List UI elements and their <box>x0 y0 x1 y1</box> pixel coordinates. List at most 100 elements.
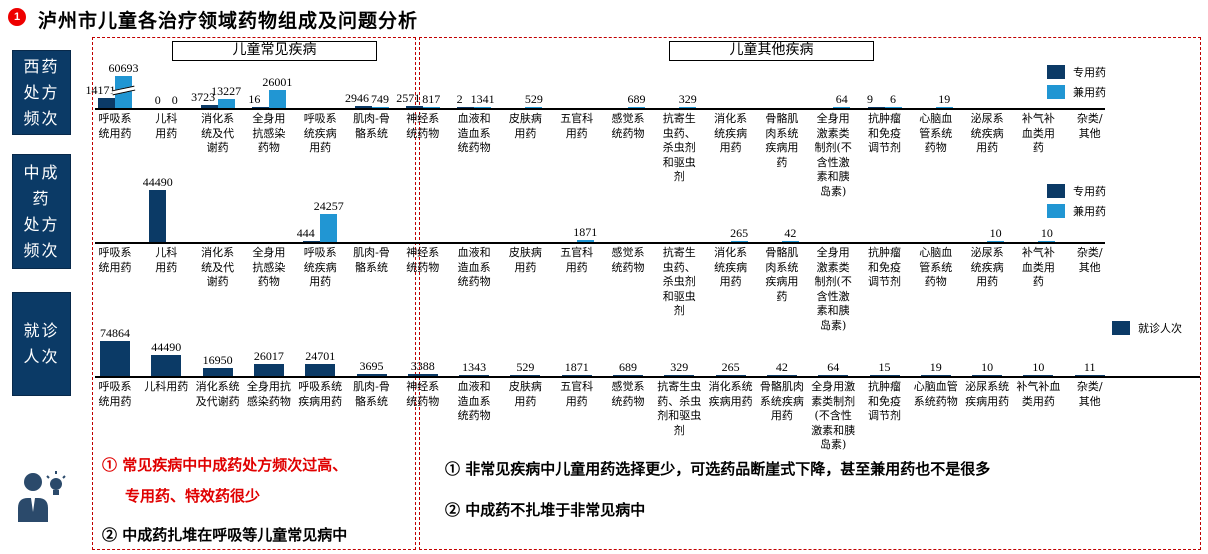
bar-shared <box>679 106 697 108</box>
bar-specialized <box>303 240 321 242</box>
value-label: 2946 <box>345 90 369 105</box>
category-label: 抗寄生 虫药、 杀虫剂 和驱虫 剂 <box>662 112 696 183</box>
value-label: 265 <box>730 225 749 240</box>
category-label: 全身用 激素类 制剂(不 含性激 素和胰 岛素) <box>814 246 852 332</box>
bar-visits <box>972 374 1003 376</box>
category-label: 呼吸系统 疾病用药 <box>298 380 343 408</box>
bar-visits <box>407 374 438 376</box>
category-label: 呼吸系 统用药 <box>98 246 132 274</box>
value-label: 16950 <box>202 353 233 368</box>
category-label: 神经系 统药物 <box>406 246 440 274</box>
value-label: 14171 <box>85 83 116 98</box>
category-label: 消化系 统及代 谢药 <box>201 112 235 154</box>
legend-specialized-2: 专用药 <box>1047 183 1106 199</box>
category-label: 神经系 统药物 <box>406 380 440 408</box>
legend-label: 兼用药 <box>1073 86 1106 99</box>
legend-swatch <box>1047 204 1065 218</box>
value-label: 444 <box>296 225 315 240</box>
category-label: 骨骼肌肉 系统疾病 用药 <box>759 380 804 422</box>
value-label: 10 <box>981 359 994 374</box>
businessman-idea-icon <box>16 468 66 528</box>
bar-shared <box>730 240 748 242</box>
category-label: 呼吸系 统疾病 用药 <box>303 112 337 154</box>
value-label: 0 <box>171 93 178 107</box>
category-label: 抗寄生虫 药、杀虫 剂和驱虫 剂 <box>657 380 702 437</box>
category-label: 全身用激 素类制剂 (不含性 激素和胰 岛素) <box>811 380 856 451</box>
category-label: 全身用 激素类 制剂(不 含性激 素和胰 岛素) <box>814 112 852 198</box>
bar-visits <box>818 374 849 376</box>
category-label: 消化系 统及代 谢药 <box>201 246 235 288</box>
bar-shared <box>628 106 645 108</box>
bar-visits <box>202 368 233 376</box>
category-label: 抗肿瘤 和免疫 调节剂 <box>868 246 901 288</box>
category-label: 消化系 统疾病 用药 <box>714 246 748 288</box>
category-label: 感觉系 统药物 <box>611 246 645 274</box>
legend-specialized-1: 专用药 <box>1047 64 1106 80</box>
value-label: 2571 <box>396 91 421 106</box>
value-label: 817 <box>422 91 441 106</box>
category-label: 全身用 抗感染 药物 <box>252 246 286 288</box>
value-label: 3723 <box>191 90 216 105</box>
category-label: 肌肉-骨 骼系统 <box>353 246 390 274</box>
value-label: 26017 <box>253 348 284 363</box>
category-label: 泌尿系 统疾病 用药 <box>970 246 1004 288</box>
category-label: 五官科 用药 <box>560 112 594 140</box>
bar-visits <box>151 355 182 376</box>
category-label: 心脑血 管系统 药物 <box>919 246 953 288</box>
value-label: 42 <box>784 225 797 240</box>
value-label: 13227 <box>211 83 242 98</box>
bar-specialized <box>867 106 885 108</box>
group-label-other: 儿童其他疾病 <box>669 41 874 61</box>
category-label: 呼吸系 统疾病 用药 <box>303 246 337 288</box>
legend-swatch <box>1047 184 1065 198</box>
bar-visits <box>100 341 130 376</box>
bar-shared <box>371 106 389 108</box>
bar-shared <box>422 106 440 108</box>
bar-specialized <box>98 98 115 108</box>
value-label: 689 <box>619 359 637 374</box>
section-number-badge: 1 <box>8 8 26 26</box>
value-label: 529 <box>524 91 543 106</box>
category-label: 骨骼肌 肉系统 疾病用 药 <box>765 112 799 169</box>
category-label: 血液和 造血系 统药物 <box>457 380 491 422</box>
category-label: 儿科 用药 <box>155 246 178 274</box>
value-label: 42 <box>775 359 788 374</box>
bar-shared <box>474 106 492 108</box>
bar-shared <box>268 90 286 108</box>
bar-shared <box>1038 240 1056 242</box>
bar-specialized <box>149 190 167 242</box>
bar-shared <box>576 239 594 242</box>
legend-label: 就诊人次 <box>1138 322 1182 335</box>
category-label: 肌肉-骨 骼系统 <box>353 380 390 408</box>
bar-shared <box>884 106 902 108</box>
category-label: 肌肉-骨 骼系统 <box>353 112 390 140</box>
category-label: 抗肿瘤 和免疫 调节剂 <box>868 380 901 422</box>
bar-visits <box>869 374 900 376</box>
value-label: 19 <box>929 359 942 374</box>
group-label-common: 儿童常见疾病 <box>172 41 377 61</box>
value-label: 329 <box>678 91 697 106</box>
value-label: 24701 <box>305 349 336 364</box>
bar-visits <box>459 374 490 376</box>
value-label: 74864 <box>100 326 130 340</box>
bar-visits <box>920 374 951 376</box>
value-label: 44490 <box>151 340 182 355</box>
category-label: 心脑血管 系统药物 <box>913 380 958 408</box>
x-axis <box>95 108 1105 110</box>
page-title: 泸州市儿童各治疗领域药物组成及问题分析 <box>38 10 419 32</box>
bar-shared <box>217 98 235 108</box>
bar-shared <box>833 106 851 108</box>
bar-specialized <box>251 106 269 108</box>
value-label: 1343 <box>462 359 487 374</box>
category-label: 消化系统 疾病用药 <box>708 380 753 408</box>
bar-visits <box>1023 374 1054 376</box>
value-label: 0 <box>154 93 161 107</box>
value-label: 749 <box>371 91 389 106</box>
category-label: 感觉系 统药物 <box>611 112 645 140</box>
category-label: 泌尿系 统疾病 用药 <box>970 112 1004 154</box>
bar-shared <box>320 213 338 242</box>
category-label: 心脑血 管系统 药物 <box>919 112 953 154</box>
bar-visits <box>664 374 695 376</box>
category-label: 泌尿系统 疾病用药 <box>965 380 1010 408</box>
category-label: 五官科 用药 <box>560 246 594 274</box>
